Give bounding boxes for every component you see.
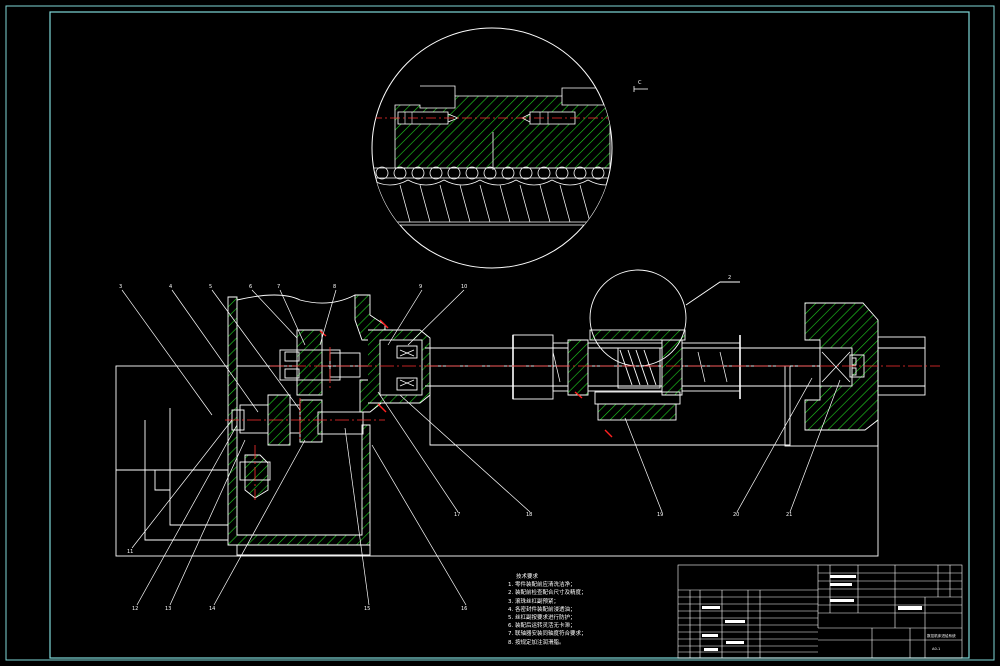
leader-lines xyxy=(121,289,841,606)
callout-13: 13 xyxy=(165,606,171,612)
callout-10: 10 xyxy=(461,284,467,290)
callout-4: 4 xyxy=(169,284,172,290)
callout-16: 16 xyxy=(461,606,467,612)
title-block-drawing-no: A0-1 xyxy=(932,647,940,651)
detail-view xyxy=(371,27,613,269)
callout-19: 19 xyxy=(657,512,663,518)
callout-17: 17 xyxy=(454,512,460,518)
callout-3: 3 xyxy=(119,284,122,290)
centerlines xyxy=(225,347,940,500)
requirement-item: 7. 联轴器安装同轴度符合要求； xyxy=(508,631,587,638)
technical-requirements-title: 技术要求 xyxy=(516,574,539,580)
requirement-item: 6. 装配后运转灵活无卡滞； xyxy=(508,623,576,630)
title-block-labels xyxy=(702,575,922,651)
callout-14: 14 xyxy=(209,606,215,612)
callout-numbers: 3 4 5 6 7 8 9 10 11 12 13 14 15 16 17 18… xyxy=(119,275,792,612)
callout-20: 20 xyxy=(733,512,739,518)
requirement-item: 2. 装配前检查配合尺寸及精度； xyxy=(508,590,587,597)
technical-requirements: 技术要求 1. 零件装配前应清洗洁净； 2. 装配前检查配合尺寸及精度； 3. … xyxy=(508,573,678,647)
requirement-item: 4. 各密封件装配前浸透油； xyxy=(508,606,576,613)
callout-15: 15 xyxy=(364,606,370,612)
main-assembly xyxy=(115,269,926,557)
callout-21: 21 xyxy=(786,512,792,518)
callout-8: 8 xyxy=(333,284,336,290)
callout-5: 5 xyxy=(209,284,212,290)
requirement-item: 3. 滚珠丝杠副预紧； xyxy=(508,598,559,605)
section-mark-label: C xyxy=(638,80,642,86)
requirement-item: 8. 按规定加注润滑脂。 xyxy=(508,639,565,646)
title-block xyxy=(677,564,963,659)
callout-2: 2 xyxy=(728,275,731,281)
callout-18: 18 xyxy=(526,512,532,518)
inner-frame xyxy=(49,11,970,659)
title-block-name: 数控机床进给系统 xyxy=(927,633,956,638)
callout-9: 9 xyxy=(419,284,422,290)
requirement-item: 5. 丝杠副按要求进行防护； xyxy=(508,615,576,622)
requirement-item: 1. 零件装配前应清洗洁净； xyxy=(508,582,576,589)
callout-6: 6 xyxy=(249,284,252,290)
callout-7: 7 xyxy=(277,284,280,290)
fastener-marks xyxy=(319,319,613,438)
section-mark: C xyxy=(633,80,648,92)
callout-11: 11 xyxy=(127,549,133,555)
outer-frame xyxy=(5,5,995,661)
callout-12: 12 xyxy=(132,606,138,612)
